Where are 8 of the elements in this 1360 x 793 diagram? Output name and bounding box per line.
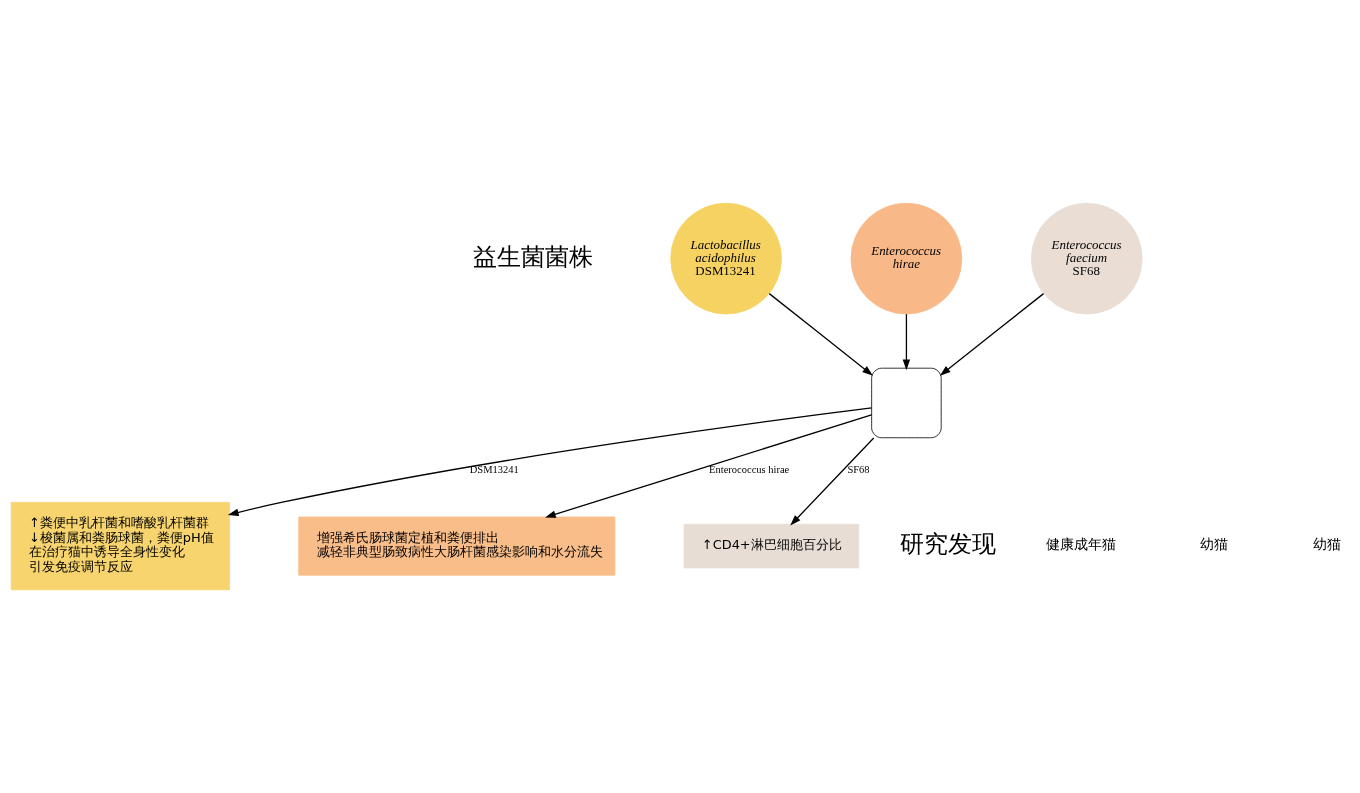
label: 研究发现 [900,529,997,559]
label: 幼猫 [1199,536,1228,553]
label: 益生菌菌株 [472,241,593,271]
edge-label: SF68 [847,463,870,475]
edge-label: Enterococcus hirae [709,463,790,475]
label: 幼猫 [1312,536,1341,553]
edge-label: DSM13241 [469,463,519,475]
label: 健康成年猫 [1045,536,1116,553]
